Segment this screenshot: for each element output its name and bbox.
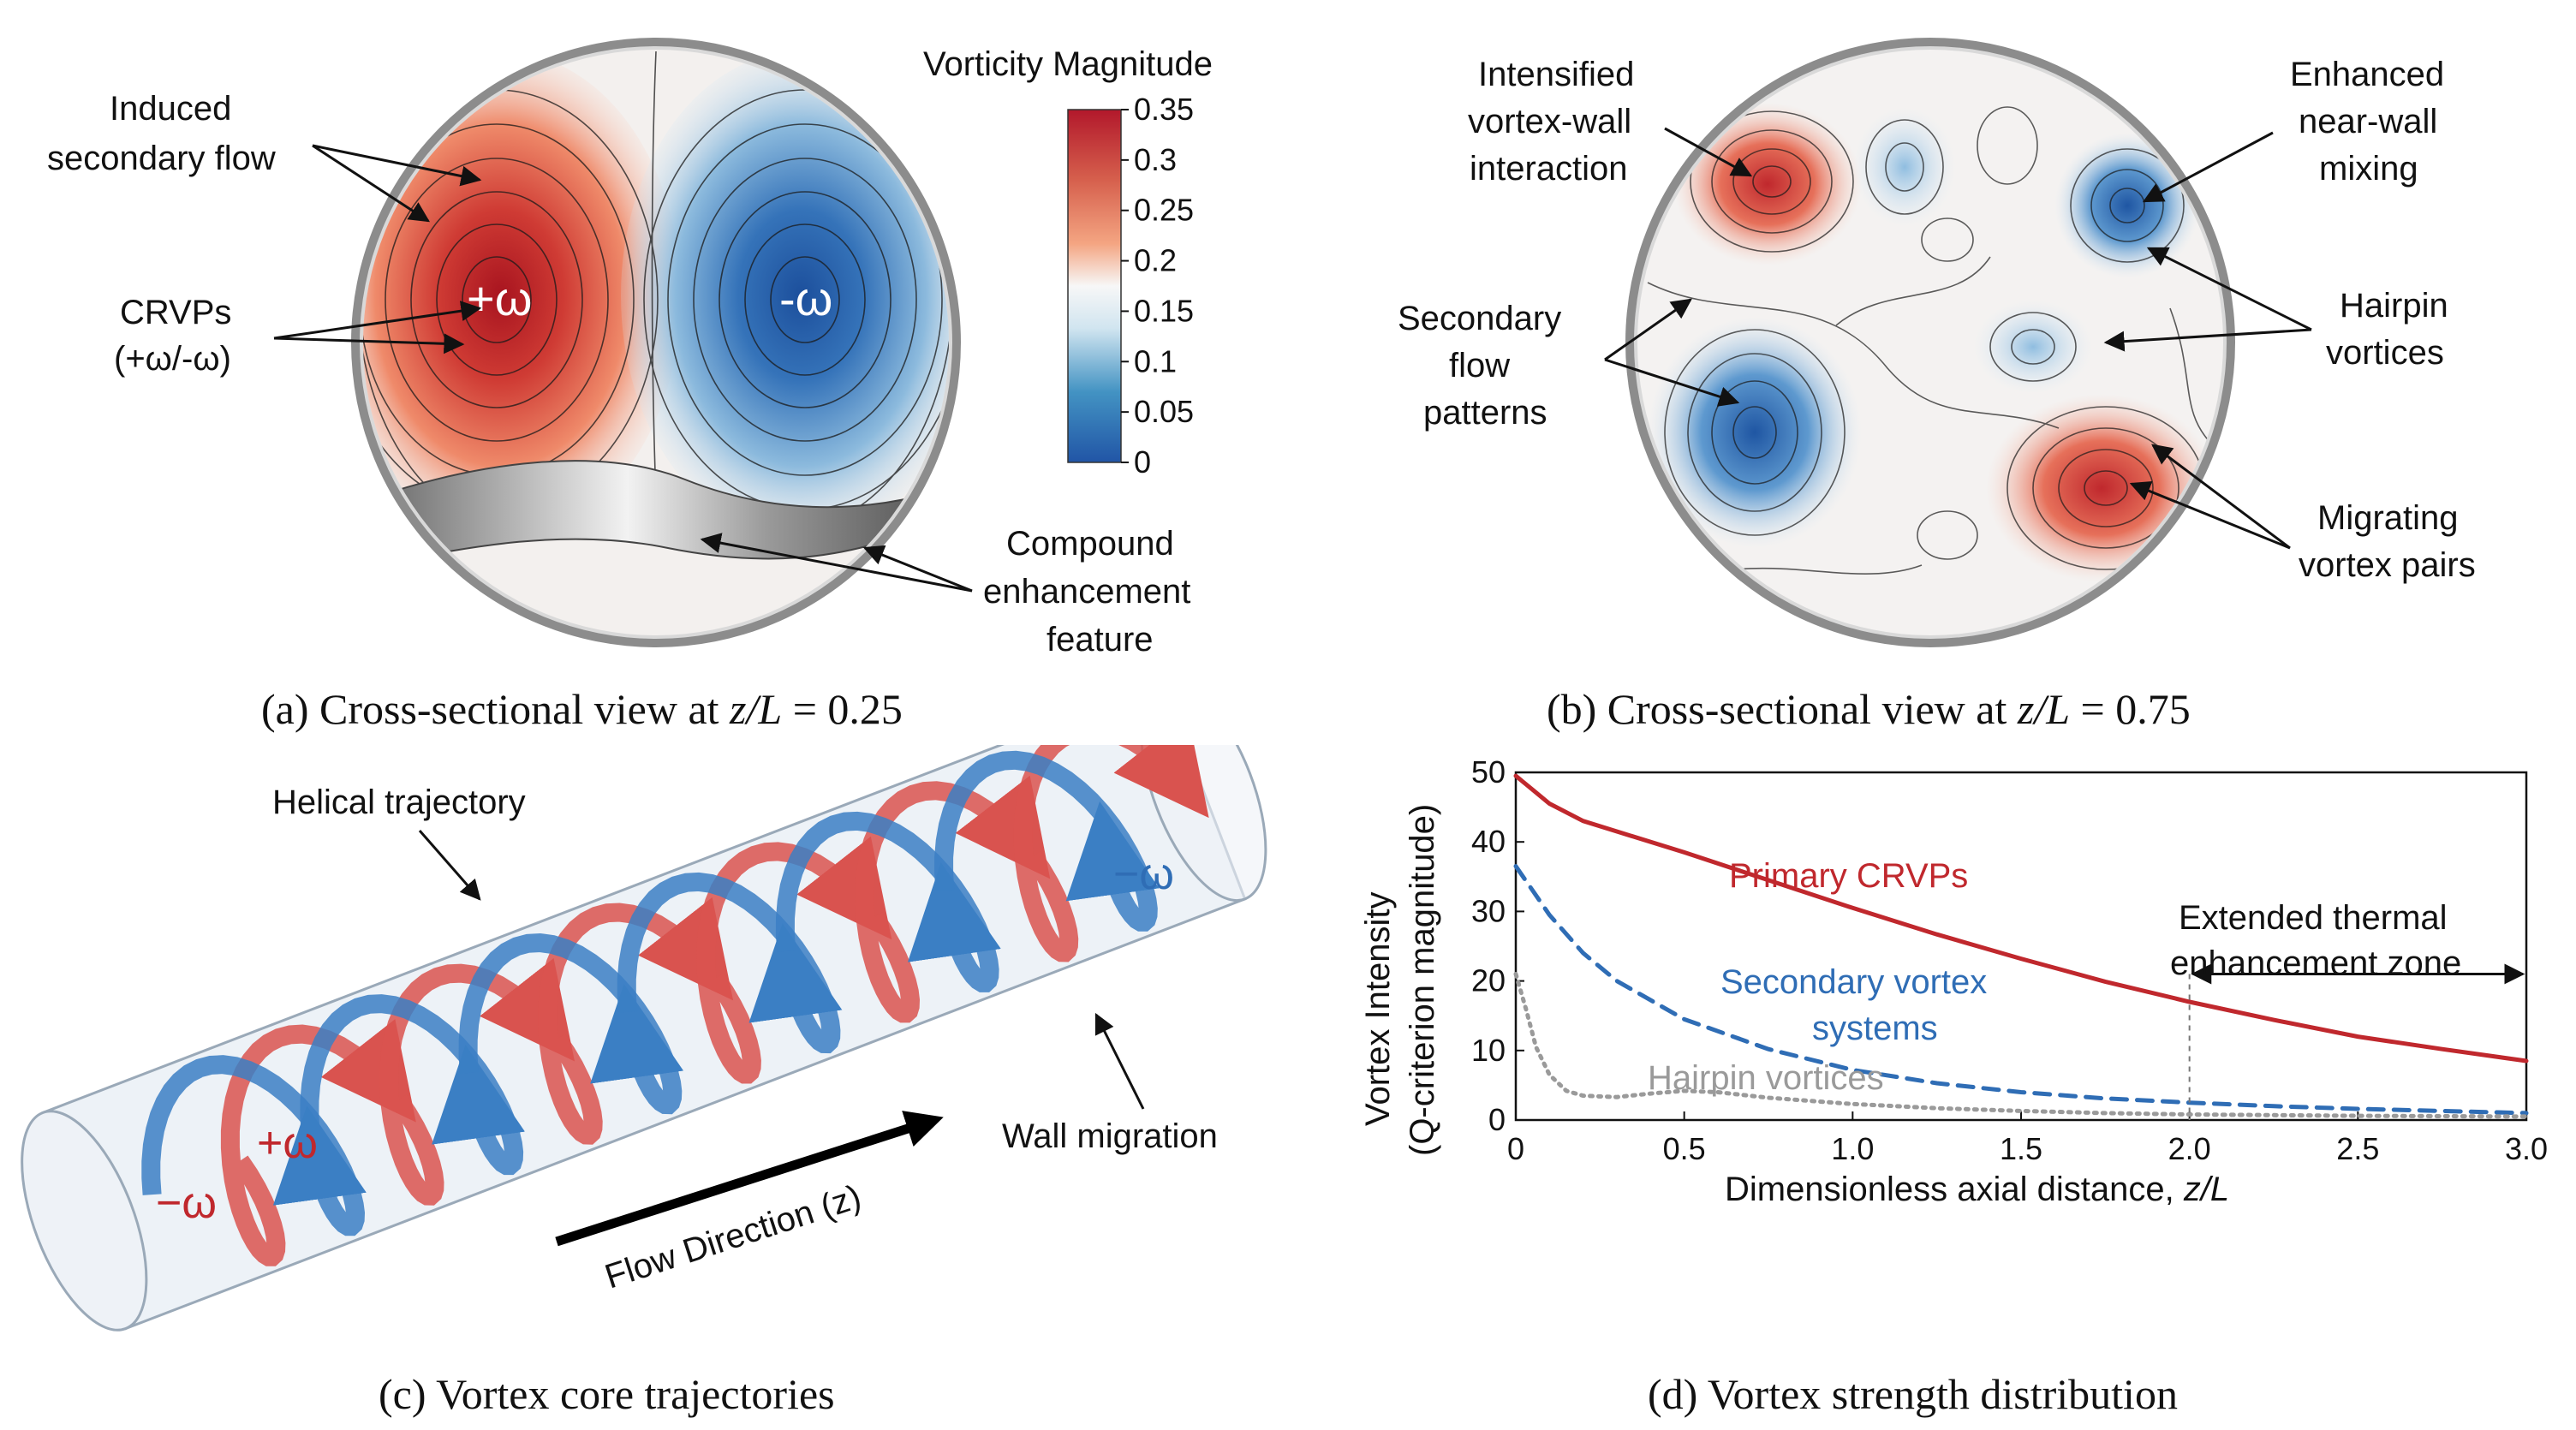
red-helix-segment [1013, 745, 1209, 962]
series-line-primary [1513, 773, 2529, 1064]
near-wall-blue-core [2054, 133, 2200, 278]
label-crvps: CRVPs [120, 294, 231, 331]
label-neg-omega-left: −ω [156, 1178, 217, 1228]
vortex-wall-core [1673, 103, 1862, 265]
colorbar-tick-label: 0.3 [1134, 142, 1177, 177]
label-wall-migration: Wall migration [1002, 1117, 1218, 1155]
series-line-hairpin [1513, 972, 2529, 1119]
label-crvps-omega: (+ω/-ω) [114, 340, 231, 378]
series-line-secondary [1513, 864, 2529, 1116]
y-axis-label-1: Vortex Intensity [1359, 892, 1397, 1126]
label-neg-omega-right: −ω [1113, 849, 1174, 899]
label-intensified: Intensified [1478, 56, 1634, 93]
label-secondary-flow: secondary flow [47, 140, 276, 177]
label-interaction: interaction [1470, 150, 1628, 188]
x-axis-label: Dimensionless axial distance, z/L [1725, 1171, 2229, 1208]
colorbar [1067, 109, 1122, 463]
colorbar-tick-label: 0 [1134, 444, 1151, 480]
positive-omega-label-a: +ω [467, 271, 532, 325]
caption-d: (d) Vortex strength distribution [1648, 1370, 2178, 1418]
panel-b: Intensified vortex-wall interaction Seco… [1398, 38, 2476, 733]
y-tick-label: 30 [1471, 893, 1506, 928]
colorbar-tick-label: 0.05 [1134, 394, 1194, 429]
secondary-blue-core [1648, 317, 1862, 548]
annotation-hairpin: Hairpin vortices [1648, 1059, 1884, 1097]
x-tick-label: 2.0 [2168, 1131, 2211, 1166]
colorbar-tick-label: 0.35 [1134, 92, 1194, 127]
label-vortex-wall: vortex-wall [1468, 103, 1631, 140]
annotation-zone-1: Extended thermal [2179, 899, 2448, 937]
label-pos-omega-left: +ω [257, 1118, 318, 1168]
caption-c: (c) Vortex core trajectories [379, 1370, 835, 1418]
colorbar-tick-label: 0.1 [1134, 343, 1177, 378]
colorbar-tick-label: 0.2 [1134, 243, 1177, 278]
y-tick-label: 50 [1471, 754, 1506, 789]
negative-omega-label-a: -ω [779, 271, 832, 325]
label-patterns: patterns [1423, 394, 1547, 432]
label-feature: feature [1046, 621, 1154, 658]
x-tick-label: 3.0 [2505, 1131, 2548, 1166]
y-tick-label: 20 [1471, 963, 1506, 998]
panel-d: 0 0.5 1.0 1.5 2.0 2.5 3.0 0 10 20 30 40 50 Primary C… [1359, 754, 2548, 1418]
label-near-wall: near-wall [2299, 103, 2437, 140]
migrating-red-core [1986, 394, 2217, 582]
x-tick-label: 1.5 [2000, 1131, 2042, 1166]
label-compound: Compound [1006, 525, 1174, 563]
caption-a: (a) Cross-sectional view at z/L = 0.25 [261, 685, 903, 733]
blue-helix-segment [934, 750, 1160, 932]
x-tick-label: 0 [1507, 1131, 1524, 1166]
panel-a: +ω -ω Induced secondary flow CRVPs (+ω/-… [47, 38, 1213, 733]
caption-b: (b) Cross-sectional view at z/L = 0.75 [1547, 685, 2191, 733]
y-tick-label: 40 [1471, 824, 1506, 859]
x-tick-label: 1.0 [1831, 1131, 1874, 1166]
y-tick-label: 10 [1471, 1033, 1506, 1068]
label-flow-direction: Flow Direction (z) [600, 1178, 866, 1296]
label-hairpin: Hairpin [2340, 287, 2448, 325]
colorbar-title: Vorticity Magnitude [923, 45, 1213, 83]
helical-trajectories [141, 745, 1209, 1266]
x-tick-label: 0.5 [1663, 1131, 1706, 1166]
colorbar-tick-label: 0.25 [1134, 193, 1194, 228]
negative-vortex-core-a [621, 51, 949, 539]
label-induced: Induced [110, 90, 231, 128]
label-flow-b: flow [1449, 347, 1510, 384]
y-axis-label-2: (Q-criterion magnitude) [1404, 804, 1441, 1156]
label-migrating: Migrating [2317, 499, 2459, 537]
panel-c: Flow Direction (z) Helical trajectory Wa… [21, 745, 1267, 1418]
label-enhanced: Enhanced [2290, 56, 2444, 93]
label-secondary-b: Secondary [1398, 300, 1561, 337]
label-mixing: mixing [2319, 150, 2418, 188]
annotation-zone-2: enhancement zone [2170, 944, 2461, 982]
label-vortex-pairs: vortex pairs [2299, 546, 2476, 584]
label-enhancement: enhancement [983, 573, 1190, 611]
annotation-primary-crvps: Primary CRVPs [1729, 857, 1968, 895]
label-vortices: vortices [2326, 334, 2444, 372]
label-helical-trajectory: Helical trajectory [272, 784, 526, 821]
annotation-secondary-1: Secondary vortex [1720, 963, 1987, 1001]
flow-direction-arrow [555, 1111, 944, 1247]
annotation-secondary-2: systems [1812, 1010, 1938, 1047]
x-tick-label: 2.5 [2336, 1131, 2379, 1166]
colorbar-tick-label: 0.15 [1134, 293, 1194, 328]
plot-area [1514, 771, 2528, 1122]
y-tick-label: 0 [1488, 1102, 1506, 1137]
